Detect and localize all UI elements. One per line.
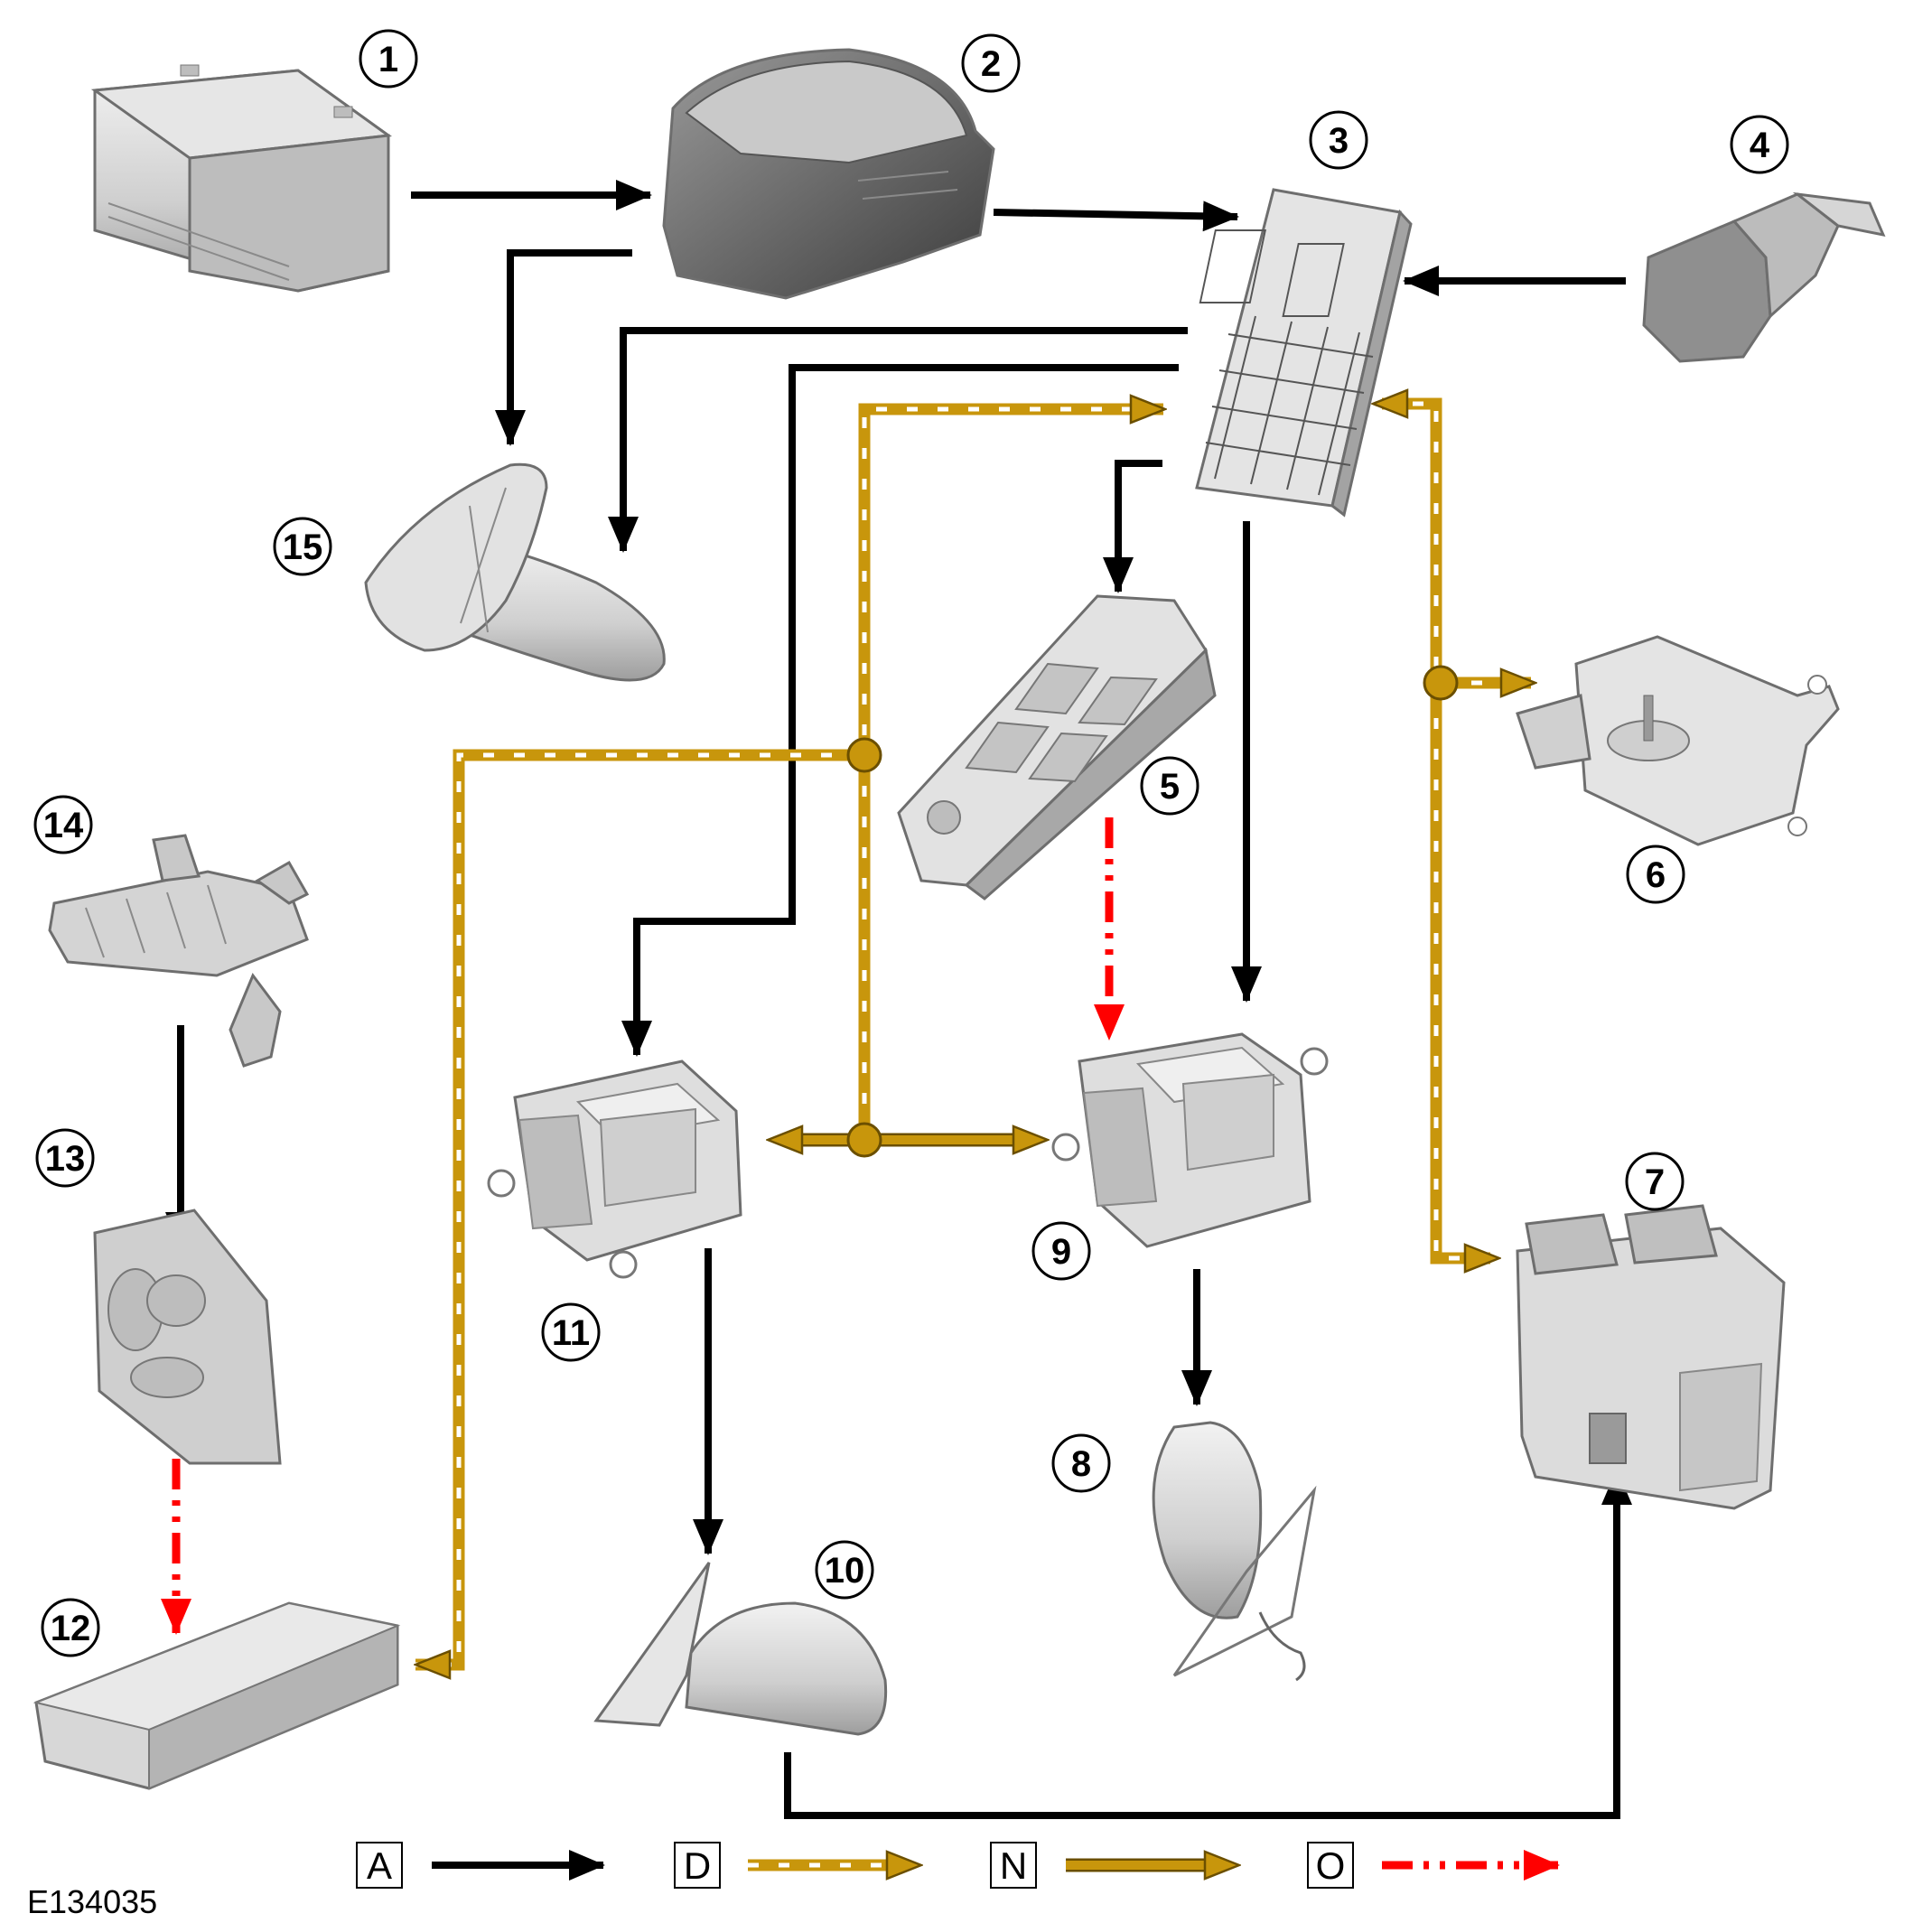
legend-item-o: O <box>1307 1842 1560 1889</box>
callout-3: 3 <box>1309 110 1368 170</box>
bus-node <box>846 1122 882 1158</box>
component-11-door-module-icon <box>487 1059 742 1279</box>
component-10-door-mirror-icon <box>593 1562 888 1736</box>
component-4-pressure-sensor-icon <box>1642 191 1886 363</box>
component-2-fuse-box-icon <box>662 48 995 300</box>
component-5-window-switch-pack-icon <box>897 594 1217 901</box>
legend-key: A <box>367 1844 392 1887</box>
callout-5: 5 <box>1140 756 1199 816</box>
callout-14: 14 <box>33 795 93 854</box>
callout-label: 1 <box>378 40 398 79</box>
callout-label: 9 <box>1051 1232 1071 1272</box>
callout-label: 6 <box>1646 855 1666 895</box>
bus-node <box>1423 665 1459 701</box>
callout-label: 11 <box>552 1313 590 1353</box>
callout-4: 4 <box>1730 115 1789 174</box>
callout-9: 9 <box>1031 1221 1091 1281</box>
callout-label: 14 <box>43 806 84 845</box>
callout-8: 8 <box>1051 1433 1111 1493</box>
callout-label: 2 <box>981 44 1001 84</box>
component-15-interior-mirror-icon <box>364 462 666 682</box>
component-6-actuator-icon <box>1516 635 1840 846</box>
callout-2: 2 <box>961 33 1021 93</box>
components <box>33 48 1886 1790</box>
callout-label: 3 <box>1329 121 1349 161</box>
callout-12: 12 <box>41 1598 100 1657</box>
callout-15: 15 <box>273 517 332 576</box>
callout-1: 1 <box>359 29 418 89</box>
legend-item-d: D <box>674 1842 921 1889</box>
link-10-7 <box>784 1469 1632 1819</box>
callout-11: 11 <box>541 1302 601 1362</box>
legend-key: N <box>1000 1844 1027 1887</box>
component-8-mirror-motor-icon <box>1152 1421 1317 1682</box>
callout-label: 7 <box>1645 1162 1665 1202</box>
legend-item-a: A <box>356 1842 605 1889</box>
callout-7: 7 <box>1625 1152 1685 1211</box>
link-2-15 <box>495 249 632 446</box>
figure-code: E134035 <box>27 1883 157 1920</box>
component-13-seat-switch-icon <box>93 1209 282 1465</box>
component-12-seat-module-icon <box>33 1601 401 1790</box>
component-14-memory-switch-icon <box>48 834 310 1068</box>
rf-links <box>161 817 1125 1635</box>
callouts: 1 2 3 4 5 6 7 8 9 10 11 12 13 14 15 <box>33 29 1789 1657</box>
callout-label: 12 <box>51 1609 91 1648</box>
callout-label: 10 <box>825 1551 865 1591</box>
link-3-5 <box>1103 460 1162 593</box>
callout-label: 15 <box>283 527 323 567</box>
component-9-door-module-icon <box>1051 1032 1329 1248</box>
link-2-3 <box>993 201 1239 232</box>
callout-label: 5 <box>1160 767 1180 807</box>
callout-label: 8 <box>1071 1444 1091 1484</box>
legend-item-n: N <box>990 1842 1239 1889</box>
component-3-central-junction-box-icon <box>1195 188 1413 518</box>
link-3-15 <box>608 327 1188 553</box>
legend-key: O <box>1316 1844 1346 1887</box>
callout-label: 4 <box>1750 126 1770 165</box>
callout-10: 10 <box>815 1540 874 1600</box>
bus-nodes <box>846 665 1459 1158</box>
connections <box>161 180 1632 1819</box>
component-7-control-module-icon <box>1516 1204 1786 1510</box>
bus-node <box>846 737 882 773</box>
legend-key: D <box>684 1844 711 1887</box>
callout-13: 13 <box>35 1128 95 1188</box>
callout-6: 6 <box>1626 845 1685 904</box>
component-1-battery-icon <box>90 64 393 293</box>
legend: A D N O <box>356 1842 1560 1889</box>
hardwired-links <box>165 180 1632 1819</box>
callout-label: 13 <box>45 1139 86 1179</box>
link-3-11 <box>621 364 1179 1057</box>
